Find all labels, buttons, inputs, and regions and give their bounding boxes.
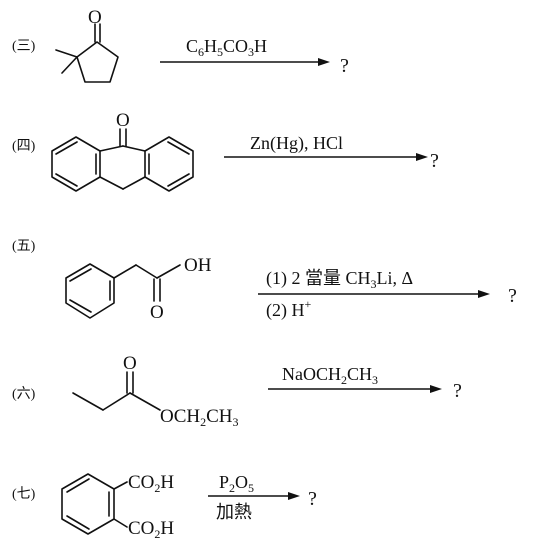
dimethylcyclopentanone-structure: O <box>55 7 119 83</box>
product-unknown: ? <box>453 380 462 402</box>
phthalic-acid-structure: CO2H CO2H <box>61 472 174 541</box>
hydroxyl-group: OH <box>184 255 212 276</box>
reaction-3: (三) O C6H5CO3H ? <box>12 7 349 83</box>
reagent-step-1: (1) 2 當量 CH3Li, Δ <box>266 268 413 291</box>
condition-text: 加熱 <box>216 502 252 522</box>
reaction-arrow <box>268 385 442 393</box>
ethoxy-group: OCH2CH3 <box>160 406 239 429</box>
product-unknown: ? <box>508 285 517 307</box>
carbonyl-oxygen: O <box>123 353 137 374</box>
phenylacetic-acid-structure: OH O <box>65 255 212 323</box>
reaction-7: (七) CO2H CO2H P2O5 加熱 ? <box>12 472 317 541</box>
carboxyl-group-bottom: CO2H <box>128 518 174 541</box>
carboxyl-group-top: CO2H <box>128 472 174 495</box>
product-unknown: ? <box>308 488 317 510</box>
reaction-arrow <box>224 153 428 161</box>
reaction-label: (四) <box>12 139 36 154</box>
reagent-text: Zn(Hg), HCl <box>250 133 343 154</box>
reaction-label: (三) <box>12 39 36 54</box>
reaction-label: (六) <box>12 386 36 402</box>
product-unknown: ? <box>340 55 349 77</box>
reagent-step-2: (2) H+ <box>266 297 312 321</box>
carbonyl-oxygen: O <box>150 302 164 323</box>
reaction-label: (五) <box>12 239 36 254</box>
reaction-label: (七) <box>12 486 36 502</box>
ethyl-propanoate-structure: O OCH2CH3 <box>72 353 239 429</box>
reaction-arrow <box>160 58 330 66</box>
reagent-text: C6H5CO3H <box>186 36 267 59</box>
carbonyl-oxygen: O <box>88 7 102 28</box>
carbonyl-oxygen: O <box>116 110 130 131</box>
reagent-text: P2O5 <box>219 472 254 495</box>
product-unknown: ? <box>430 150 439 172</box>
reagent-text: NaOCH2CH3 <box>282 364 378 387</box>
reaction-6: (六) O OCH2CH3 NaOCH2CH3 ? <box>12 353 462 429</box>
reaction-4: (四) O Zn(Hg), HCl ? <box>12 110 439 192</box>
reaction-arrow <box>258 290 490 298</box>
anthrone-structure: O <box>51 110 194 192</box>
reaction-5: (五) OH O (1) 2 當量 CH3Li, Δ (2) H+ ? <box>12 239 517 323</box>
reaction-arrow <box>208 492 300 500</box>
